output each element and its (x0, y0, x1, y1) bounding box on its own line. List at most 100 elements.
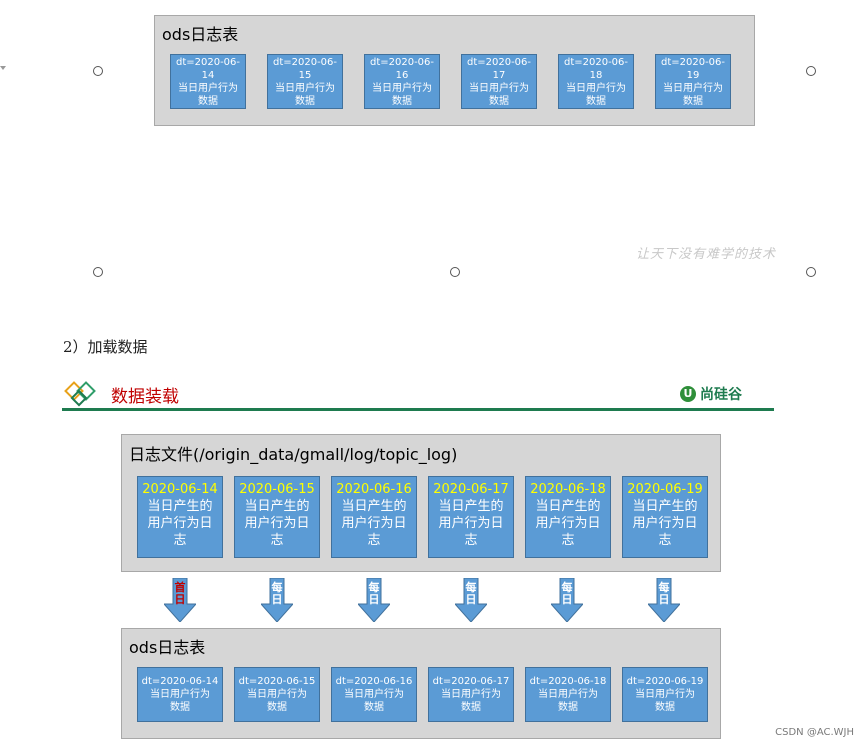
partition-desc: 当日用户行为 (469, 82, 529, 94)
resize-handle-bottom-right[interactable] (806, 267, 816, 277)
partition-label: dt=2020-06-14 (141, 676, 219, 687)
arrow-label: 每 日 (463, 582, 479, 606)
arrow-label-line1: 每 (465, 581, 477, 594)
partition-desc: 当日用户行为 (663, 82, 723, 94)
partition-desc: 当日用户行为 (275, 82, 335, 94)
partition-desc: 当日用户行为 (441, 689, 501, 700)
arrow-label-line2: 日 (271, 593, 283, 606)
section-divider (62, 408, 774, 411)
partition-desc-2: 数据 (170, 702, 190, 713)
partition-desc: 当日用户行为 (178, 82, 238, 94)
bottom-ods-partition-cell: dt=2020-06-18 当日用户行为 数据 (525, 667, 611, 722)
arrow-label: 每 日 (656, 582, 672, 606)
footer-attribution: CSDN @AC.WJH (775, 727, 854, 738)
top-ods-partition-cell: dt=2020-06-14 当日用户行为 数据 (170, 54, 246, 109)
partition-desc-2: 数据 (392, 95, 412, 107)
partition-desc-2: 数据 (461, 702, 481, 713)
bottom-ods-panel-title: ods日志表 (129, 638, 206, 657)
log-desc-1: 当日产生的 (535, 499, 601, 514)
top-ods-partition-cell: dt=2020-06-19 当日用户行为 数据 (655, 54, 731, 109)
arrow-label-line2: 日 (658, 593, 670, 606)
partition-desc-2: 数据 (267, 702, 287, 713)
arrow-label: 首 日 (172, 582, 188, 606)
top-ods-panel-title: ods日志表 (162, 25, 239, 44)
log-desc-3: 志 (270, 533, 284, 548)
partition-desc: 当日用户行为 (538, 689, 598, 700)
arrow-label-line1: 每 (271, 581, 283, 594)
log-desc-2: 用户行为日 (438, 516, 504, 531)
load-arrow-daily: 每 日 (549, 577, 585, 623)
partition-label: dt=2020-06-18 (529, 676, 607, 687)
partition-desc-2: 数据 (655, 702, 675, 713)
partition-label: dt=2020-06-19 (626, 676, 704, 687)
resize-handle-top-right[interactable] (806, 66, 816, 76)
partition-desc: 当日用户行为 (150, 689, 210, 700)
partition-desc: 当日用户行为 (566, 82, 626, 94)
partition-desc-2: 数据 (683, 95, 703, 107)
log-desc-2: 用户行为日 (341, 516, 407, 531)
bottom-ods-table-panel: ods日志表 dt=2020-06-14 当日用户行为 数据 dt=2020-0… (121, 628, 721, 739)
log-desc-1: 当日产生的 (438, 499, 504, 514)
load-arrow-first-day: 首 日 (162, 577, 198, 623)
arrow-label: 每 日 (366, 582, 382, 606)
down-arrow-icon (356, 577, 392, 623)
collapse-marker-icon (0, 66, 6, 70)
log-file-cell: 2020-06-14 当日产生的 用户行为日 志 (137, 476, 223, 558)
partition-desc: 当日用户行为 (635, 689, 695, 700)
partition-desc: 当日用户行为 (344, 689, 404, 700)
top-ods-table-panel: ods日志表 dt=2020-06-14 当日用户行为 数据 dt=2020-0… (154, 15, 755, 126)
partition-desc: 当日用户行为 (247, 689, 307, 700)
log-file-cell: 2020-06-17 当日产生的 用户行为日 志 (428, 476, 514, 558)
log-desc-3: 志 (367, 533, 381, 548)
partition-label: dt=2020-06-18 (563, 56, 629, 81)
load-arrow-daily: 每 日 (259, 577, 295, 623)
top-ods-partition-cell: dt=2020-06-17 当日用户行为 数据 (461, 54, 537, 109)
down-arrow-icon (549, 577, 585, 623)
step-heading: 2）加载数据 (63, 338, 148, 356)
log-file-cell: 2020-06-16 当日产生的 用户行为日 志 (331, 476, 417, 558)
down-arrow-icon (259, 577, 295, 623)
top-ods-partition-cell: dt=2020-06-18 当日用户行为 数据 (558, 54, 634, 109)
bottom-ods-partition-cell: dt=2020-06-19 当日用户行为 数据 (622, 667, 708, 722)
diamond-logo-icon (64, 381, 96, 407)
top-ods-partition-cell: dt=2020-06-16 当日用户行为 数据 (364, 54, 440, 109)
log-file-panel: 日志文件(/origin_data/gmall/log/topic_log) 2… (121, 434, 721, 572)
log-desc-2: 用户行为日 (147, 516, 213, 531)
brand-icon: U (680, 386, 696, 402)
log-desc-2: 用户行为日 (632, 516, 698, 531)
arrow-label-line2: 日 (561, 593, 573, 606)
partition-desc-2: 数据 (364, 702, 384, 713)
resize-handle-bottom-left[interactable] (93, 267, 103, 277)
arrow-label-line1: 每 (561, 581, 573, 594)
log-date: 2020-06-19 (627, 482, 703, 497)
log-date: 2020-06-17 (433, 482, 509, 497)
arrow-label-line2: 日 (174, 593, 186, 606)
resize-handle-top-left[interactable] (93, 66, 103, 76)
partition-label: dt=2020-06-14 (175, 56, 241, 81)
down-arrow-icon (646, 577, 682, 623)
brand-name: 尚硅谷 (700, 387, 742, 403)
log-desc-2: 用户行为日 (535, 516, 601, 531)
bottom-ods-partition-cell: dt=2020-06-16 当日用户行为 数据 (331, 667, 417, 722)
bottom-ods-partition-cell: dt=2020-06-17 当日用户行为 数据 (428, 667, 514, 722)
log-desc-1: 当日产生的 (341, 499, 407, 514)
resize-handle-bottom-center[interactable] (450, 267, 460, 277)
down-arrow-icon (162, 577, 198, 623)
partition-desc: 当日用户行为 (372, 82, 432, 94)
log-desc-3: 志 (658, 533, 672, 548)
arrow-label: 每 日 (559, 582, 575, 606)
partition-desc-2: 数据 (558, 702, 578, 713)
arrow-label-line1: 首 (174, 581, 186, 594)
log-date: 2020-06-15 (239, 482, 315, 497)
partition-label: dt=2020-06-15 (238, 676, 316, 687)
bottom-ods-partition-cell: dt=2020-06-15 当日用户行为 数据 (234, 667, 320, 722)
section-title: 数据装载 (111, 387, 179, 407)
partition-desc-2: 数据 (489, 95, 509, 107)
partition-label: dt=2020-06-15 (272, 56, 338, 81)
partition-label: dt=2020-06-17 (466, 56, 532, 81)
brand-logo: U 尚硅谷 (680, 384, 742, 404)
partition-label: dt=2020-06-16 (369, 56, 435, 81)
log-file-cell: 2020-06-15 当日产生的 用户行为日 志 (234, 476, 320, 558)
arrow-label-line2: 日 (465, 593, 477, 606)
partition-desc-2: 数据 (295, 95, 315, 107)
